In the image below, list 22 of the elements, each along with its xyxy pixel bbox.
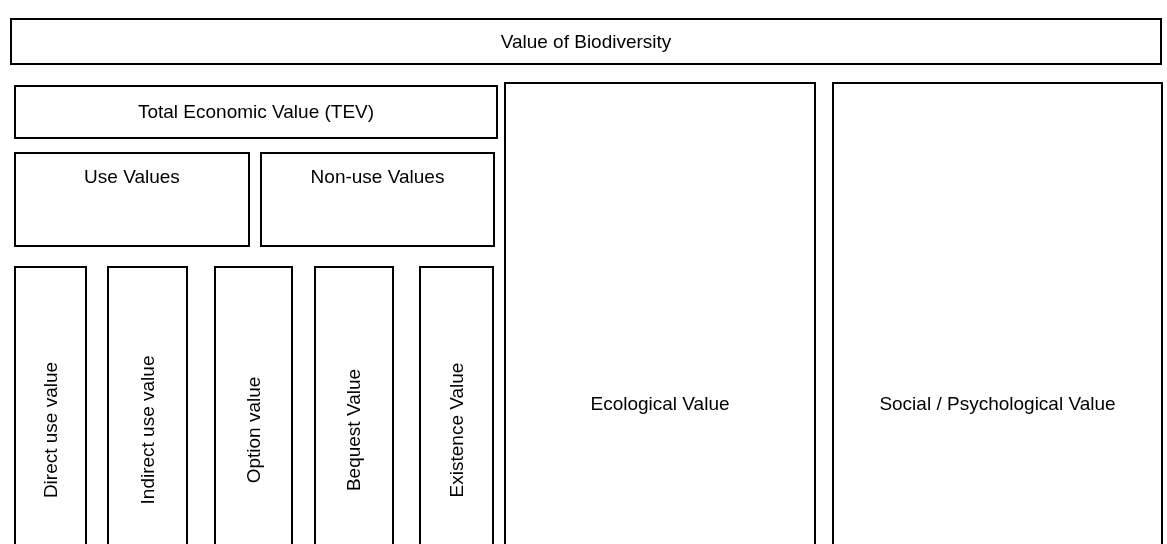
box-label: Indirect use value [136, 355, 159, 505]
box-label: Social / Psychological Value [879, 393, 1116, 415]
value-box [832, 82, 1163, 544]
value-box [504, 82, 816, 544]
value-box [10, 18, 1162, 65]
box-label: Non-use Values [310, 166, 445, 188]
value-box [260, 152, 495, 247]
value-column [214, 266, 293, 544]
box-label: Direct use value [39, 361, 62, 499]
box-label: Value of Biodiversity [500, 30, 672, 53]
box-label: Bequest Value [343, 368, 365, 492]
box-label: Ecological Value [590, 393, 730, 415]
box-label: Option value [242, 376, 265, 484]
box-label: Existence Value [445, 362, 468, 498]
value-column [14, 266, 87, 544]
value-column [419, 266, 494, 544]
box-label: Total Economic Value (TEV) [137, 101, 375, 123]
box-label: Use Values [84, 166, 180, 188]
value-column [107, 266, 188, 544]
value-box [14, 152, 250, 247]
value-column [314, 266, 394, 544]
value-box [14, 85, 498, 139]
